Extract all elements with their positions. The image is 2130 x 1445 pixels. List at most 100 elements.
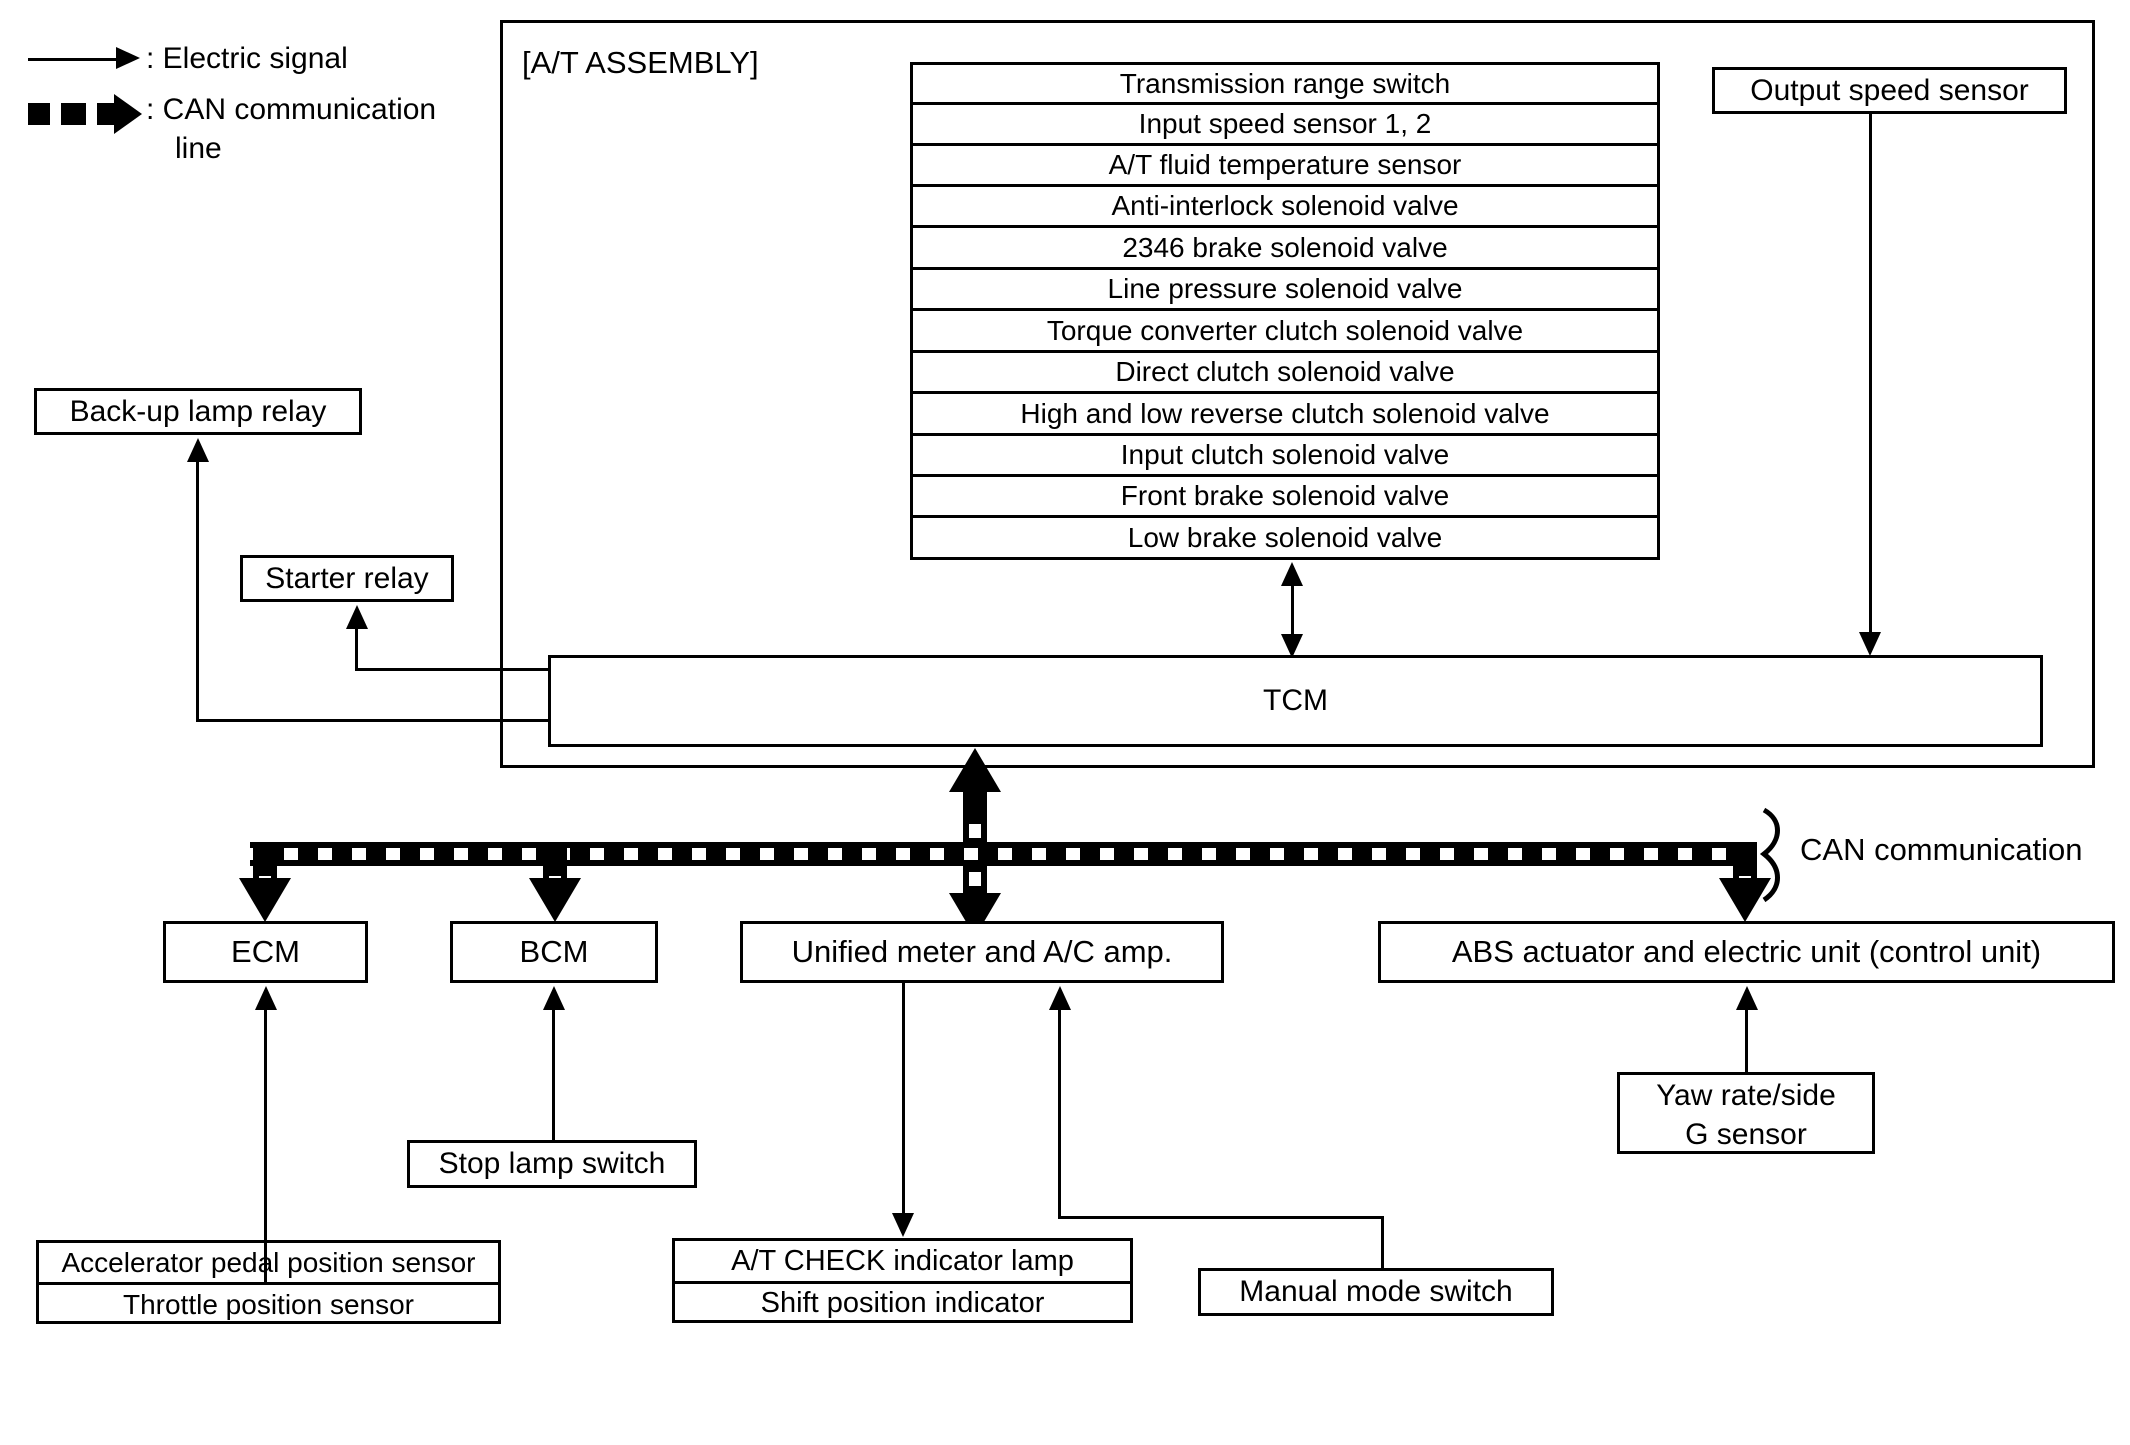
legend-electric-signal-line — [28, 58, 120, 61]
bcm-label: BCM — [519, 933, 589, 969]
can-drop-abs-line — [1733, 842, 1757, 884]
pedal-to-ecm-arrowhead — [255, 986, 277, 1010]
tcm-to-backup-relay-hline — [196, 719, 550, 722]
starter-relay-label: Starter relay — [265, 561, 429, 595]
stop-lamp-switch-label: Stop lamp switch — [438, 1147, 666, 1181]
list-item-label: Input clutch solenoid valve — [1120, 439, 1450, 470]
tcm-label: TCM — [1263, 684, 1328, 718]
can-bus-end-bracket — [1759, 807, 1780, 903]
shift-position-indicator-row: Shift position indicator — [675, 1284, 1130, 1323]
tcm-box: TCM — [548, 655, 2043, 747]
stop-lamp-switch-box: Stop lamp switch — [407, 1140, 697, 1188]
list-item: Torque converter clutch solenoid valve — [913, 311, 1657, 353]
legend-can-line-arrow — [28, 103, 115, 125]
at-assembly-title: [A/T ASSEMBLY] — [522, 45, 759, 80]
legend-can-seg-2 — [61, 103, 86, 125]
unified-meter-box: Unified meter and A/C amp. — [740, 921, 1224, 983]
list-item: Input speed sensor 1, 2 — [913, 105, 1657, 146]
throttle-position-sensor-label: Throttle position sensor — [122, 1288, 415, 1320]
list-item-label: 2346 brake solenoid valve — [1122, 231, 1448, 263]
can-bus-line — [250, 842, 1755, 866]
list-item: Input clutch solenoid valve — [913, 436, 1657, 477]
yaw-rate-sensor-box: Yaw rate/side G sensor — [1617, 1072, 1875, 1154]
yaw-rate-sensor-line1: Yaw rate/side — [1656, 1078, 1836, 1112]
list-item: High and low reverse clutch solenoid val… — [913, 394, 1657, 436]
at-check-indicator-lamp-label: A/T CHECK indicator lamp — [731, 1244, 1074, 1277]
output-speed-sensor-to-tcm-line — [1869, 114, 1872, 642]
output-speed-sensor-arrowhead — [1859, 632, 1881, 656]
list-item-label: Low brake solenoid valve — [1127, 521, 1443, 553]
can-bus-label: CAN communication — [1800, 832, 2083, 867]
list-item: 2346 brake solenoid valve — [913, 228, 1657, 270]
starter-relay-box: Starter relay — [240, 555, 454, 602]
legend-electric-signal-arrowhead — [116, 47, 140, 69]
manual-mode-switch-box: Manual mode switch — [1198, 1268, 1554, 1316]
at-assembly-frame — [500, 20, 2095, 768]
legend-can-label-line1: : CAN communication — [146, 93, 437, 126]
list-item-label: Line pressure solenoid valve — [1107, 273, 1463, 304]
tcm-to-starter-relay-vline — [355, 629, 358, 671]
backup-relay-arrowhead — [187, 438, 209, 462]
pedal-to-ecm-line — [264, 1010, 267, 1282]
starter-relay-arrowhead — [346, 605, 368, 629]
ecm-box: ECM — [163, 921, 368, 983]
can-drop-ecm-line — [253, 842, 277, 884]
indicator-stack: A/T CHECK indicator lamp Shift position … — [672, 1238, 1133, 1323]
can-drop-ecm-arrowhead — [239, 878, 291, 922]
yaw-to-abs-arrowhead — [1736, 986, 1758, 1010]
legend-can-seg-3 — [97, 103, 115, 125]
list-item: Line pressure solenoid valve — [913, 270, 1657, 311]
list-item: Direct clutch solenoid valve — [913, 353, 1657, 394]
unified-meter-label: Unified meter and A/C amp. — [791, 933, 1173, 969]
unified-meter-to-indicator-line — [902, 983, 905, 1215]
can-drop-bcm-line — [543, 842, 567, 884]
legend-electric-signal-label: : Electric signal — [146, 42, 348, 75]
list-item-label: Front brake solenoid valve — [1120, 480, 1450, 511]
ecm-label: ECM — [231, 933, 300, 969]
at-check-indicator-lamp-row: A/T CHECK indicator lamp — [675, 1241, 1130, 1284]
can-drop-abs-arrowhead — [1719, 878, 1771, 922]
tcm-can-arrowhead-up — [949, 748, 1001, 792]
legend-can-label-line2: line — [175, 132, 222, 165]
pedal-sensor-stack: Accelerator pedal position sensor Thrott… — [36, 1240, 501, 1324]
list-item-label: High and low reverse clutch solenoid val… — [1020, 397, 1550, 429]
unified-meter-to-indicator-arrowhead — [892, 1213, 914, 1237]
can-drop-bcm-arrowhead — [529, 878, 581, 922]
legend-can-seg-1 — [28, 103, 50, 125]
abs-actuator-label: ABS actuator and electric unit (control … — [1451, 933, 2042, 969]
backup-lamp-relay-label: Back-up lamp relay — [69, 394, 327, 428]
list-item: Transmission range switch — [913, 65, 1657, 105]
tcm-to-backup-relay-vline — [196, 462, 199, 722]
accelerator-pedal-sensor-label: Accelerator pedal position sensor — [61, 1246, 476, 1278]
list-item: Low brake solenoid valve — [913, 518, 1657, 557]
abs-actuator-box: ABS actuator and electric unit (control … — [1378, 921, 2115, 983]
manual-mode-switch-vline-left — [1058, 1010, 1061, 1219]
stop-lamp-to-bcm-arrowhead — [543, 986, 565, 1010]
yaw-to-abs-line — [1745, 1010, 1748, 1073]
accelerator-pedal-sensor-row: Accelerator pedal position sensor — [39, 1243, 498, 1285]
manual-mode-switch-label: Manual mode switch — [1239, 1275, 1513, 1309]
output-speed-sensor-label: Output speed sensor — [1750, 73, 2029, 107]
yaw-rate-sensor-line2-row: G sensor — [1620, 1116, 1872, 1154]
tcm-to-starter-relay-hline — [355, 668, 550, 671]
list-item-label: A/T fluid temperature sensor — [1108, 149, 1462, 180]
yaw-rate-sensor-line2: G sensor — [1685, 1118, 1807, 1151]
shift-position-indicator-label: Shift position indicator — [760, 1287, 1045, 1319]
manual-mode-switch-hline — [1058, 1216, 1384, 1219]
list-item-label: Transmission range switch — [1119, 67, 1451, 99]
legend-can-gap-1 — [50, 103, 61, 125]
legend-can-gap-2 — [86, 103, 97, 125]
list-tcm-link-line — [1291, 566, 1294, 654]
list-item: A/T fluid temperature sensor — [913, 146, 1657, 187]
list-tcm-arrowhead-up — [1281, 562, 1303, 586]
manual-mode-switch-arrowhead — [1049, 986, 1071, 1010]
list-item-label: Torque converter clutch solenoid valve — [1046, 314, 1524, 346]
legend-can-arrowhead — [114, 94, 142, 134]
list-item: Front brake solenoid valve — [913, 477, 1657, 518]
list-tcm-arrowhead-down — [1281, 634, 1303, 658]
list-item-label: Direct clutch solenoid valve — [1115, 356, 1455, 387]
list-item-label: Input speed sensor 1, 2 — [1138, 108, 1432, 139]
list-item-label: Anti-interlock solenoid valve — [1111, 190, 1459, 221]
manual-mode-switch-vline-right — [1381, 1216, 1384, 1271]
